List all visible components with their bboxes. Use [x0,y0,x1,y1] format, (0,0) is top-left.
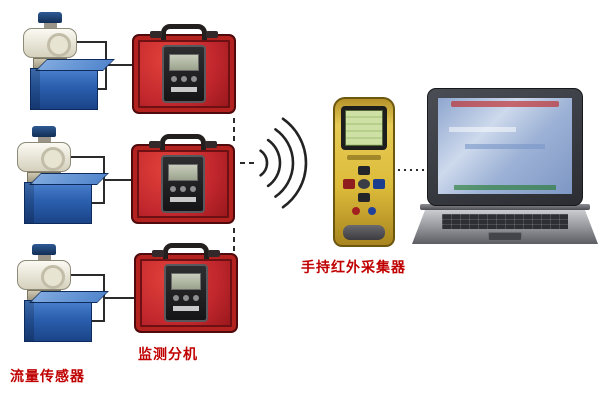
control-panel [164,264,208,322]
transmitter-head [17,142,71,172]
key-left [343,179,355,189]
transmitter-head [23,28,77,58]
handheld-screen-bezel [341,106,387,150]
case-latch [149,141,161,148]
panel-label-strip [173,306,199,311]
transmitter-cap [32,126,56,137]
flow-transmitter-icon [16,126,72,185]
key-right [373,179,385,189]
wire-sensor2-to-case2 [70,156,131,204]
wire-sensor3-to-case3 [70,274,134,322]
flow-transmitter-icon [16,244,72,303]
handheld-brand-strip [347,155,381,160]
flow-sensor-unit-1 [18,12,118,124]
handheld-grip [343,225,385,240]
case-latch [150,31,162,38]
case-handle [161,24,207,40]
laptop-keyboard-base [412,210,598,244]
panel-label-strip [171,87,197,92]
case-handle [160,134,206,150]
transmitter-neck [43,23,57,28]
handheld-lcd [345,110,383,146]
red-button [352,207,360,215]
screen-content-line [464,144,546,150]
handheld-collector-icon [333,97,395,247]
case-latch [152,250,164,257]
handheld-keypad [343,166,385,202]
panel-display [171,273,201,290]
case-latch [205,141,217,148]
flow-sensor-unit-3 [12,244,112,356]
screen-status-bar [454,185,556,190]
panel-label-strip [170,197,196,202]
key-ok [358,179,370,189]
monitor-substation-icon-1 [132,24,236,114]
panel-display [169,54,199,71]
sensor-box-icon [30,68,98,110]
control-panel [162,45,206,103]
monitor-substation-icon-3 [134,243,238,333]
transmitter-head [17,260,71,290]
laptop-screen-bezel [427,88,583,206]
wireless-signal-icon [259,117,308,209]
label-handheld-collector: 手持红外采集器 [301,260,406,276]
screen-content-line [448,126,516,132]
transmitter-neck [37,137,51,142]
key-up [358,166,370,175]
transmitter-neck [37,255,51,260]
case-latch [208,250,220,257]
label-monitor-unit: 监测分机 [138,347,198,363]
laptop-trackpad [488,232,522,241]
panel-display [168,164,198,181]
monitor-substation-icon-2 [131,134,235,224]
key-down [358,193,370,202]
transmitter-cap [38,12,62,23]
sensor-box-icon [24,182,92,224]
case-handle [163,243,209,259]
laptop-keyboard [442,214,568,229]
blue-button [368,207,376,215]
laptop-icon [412,88,598,250]
flow-sensor-unit-2 [12,126,112,238]
transmitter-cap [32,244,56,255]
control-panel [161,155,205,213]
laptop-hinge [420,204,590,210]
label-flow-sensor: 流量传感器 [10,369,85,385]
screen-title-bar [451,101,559,107]
case-latch [206,31,218,38]
laptop-screen [438,98,572,194]
sensor-box-icon [24,300,92,342]
